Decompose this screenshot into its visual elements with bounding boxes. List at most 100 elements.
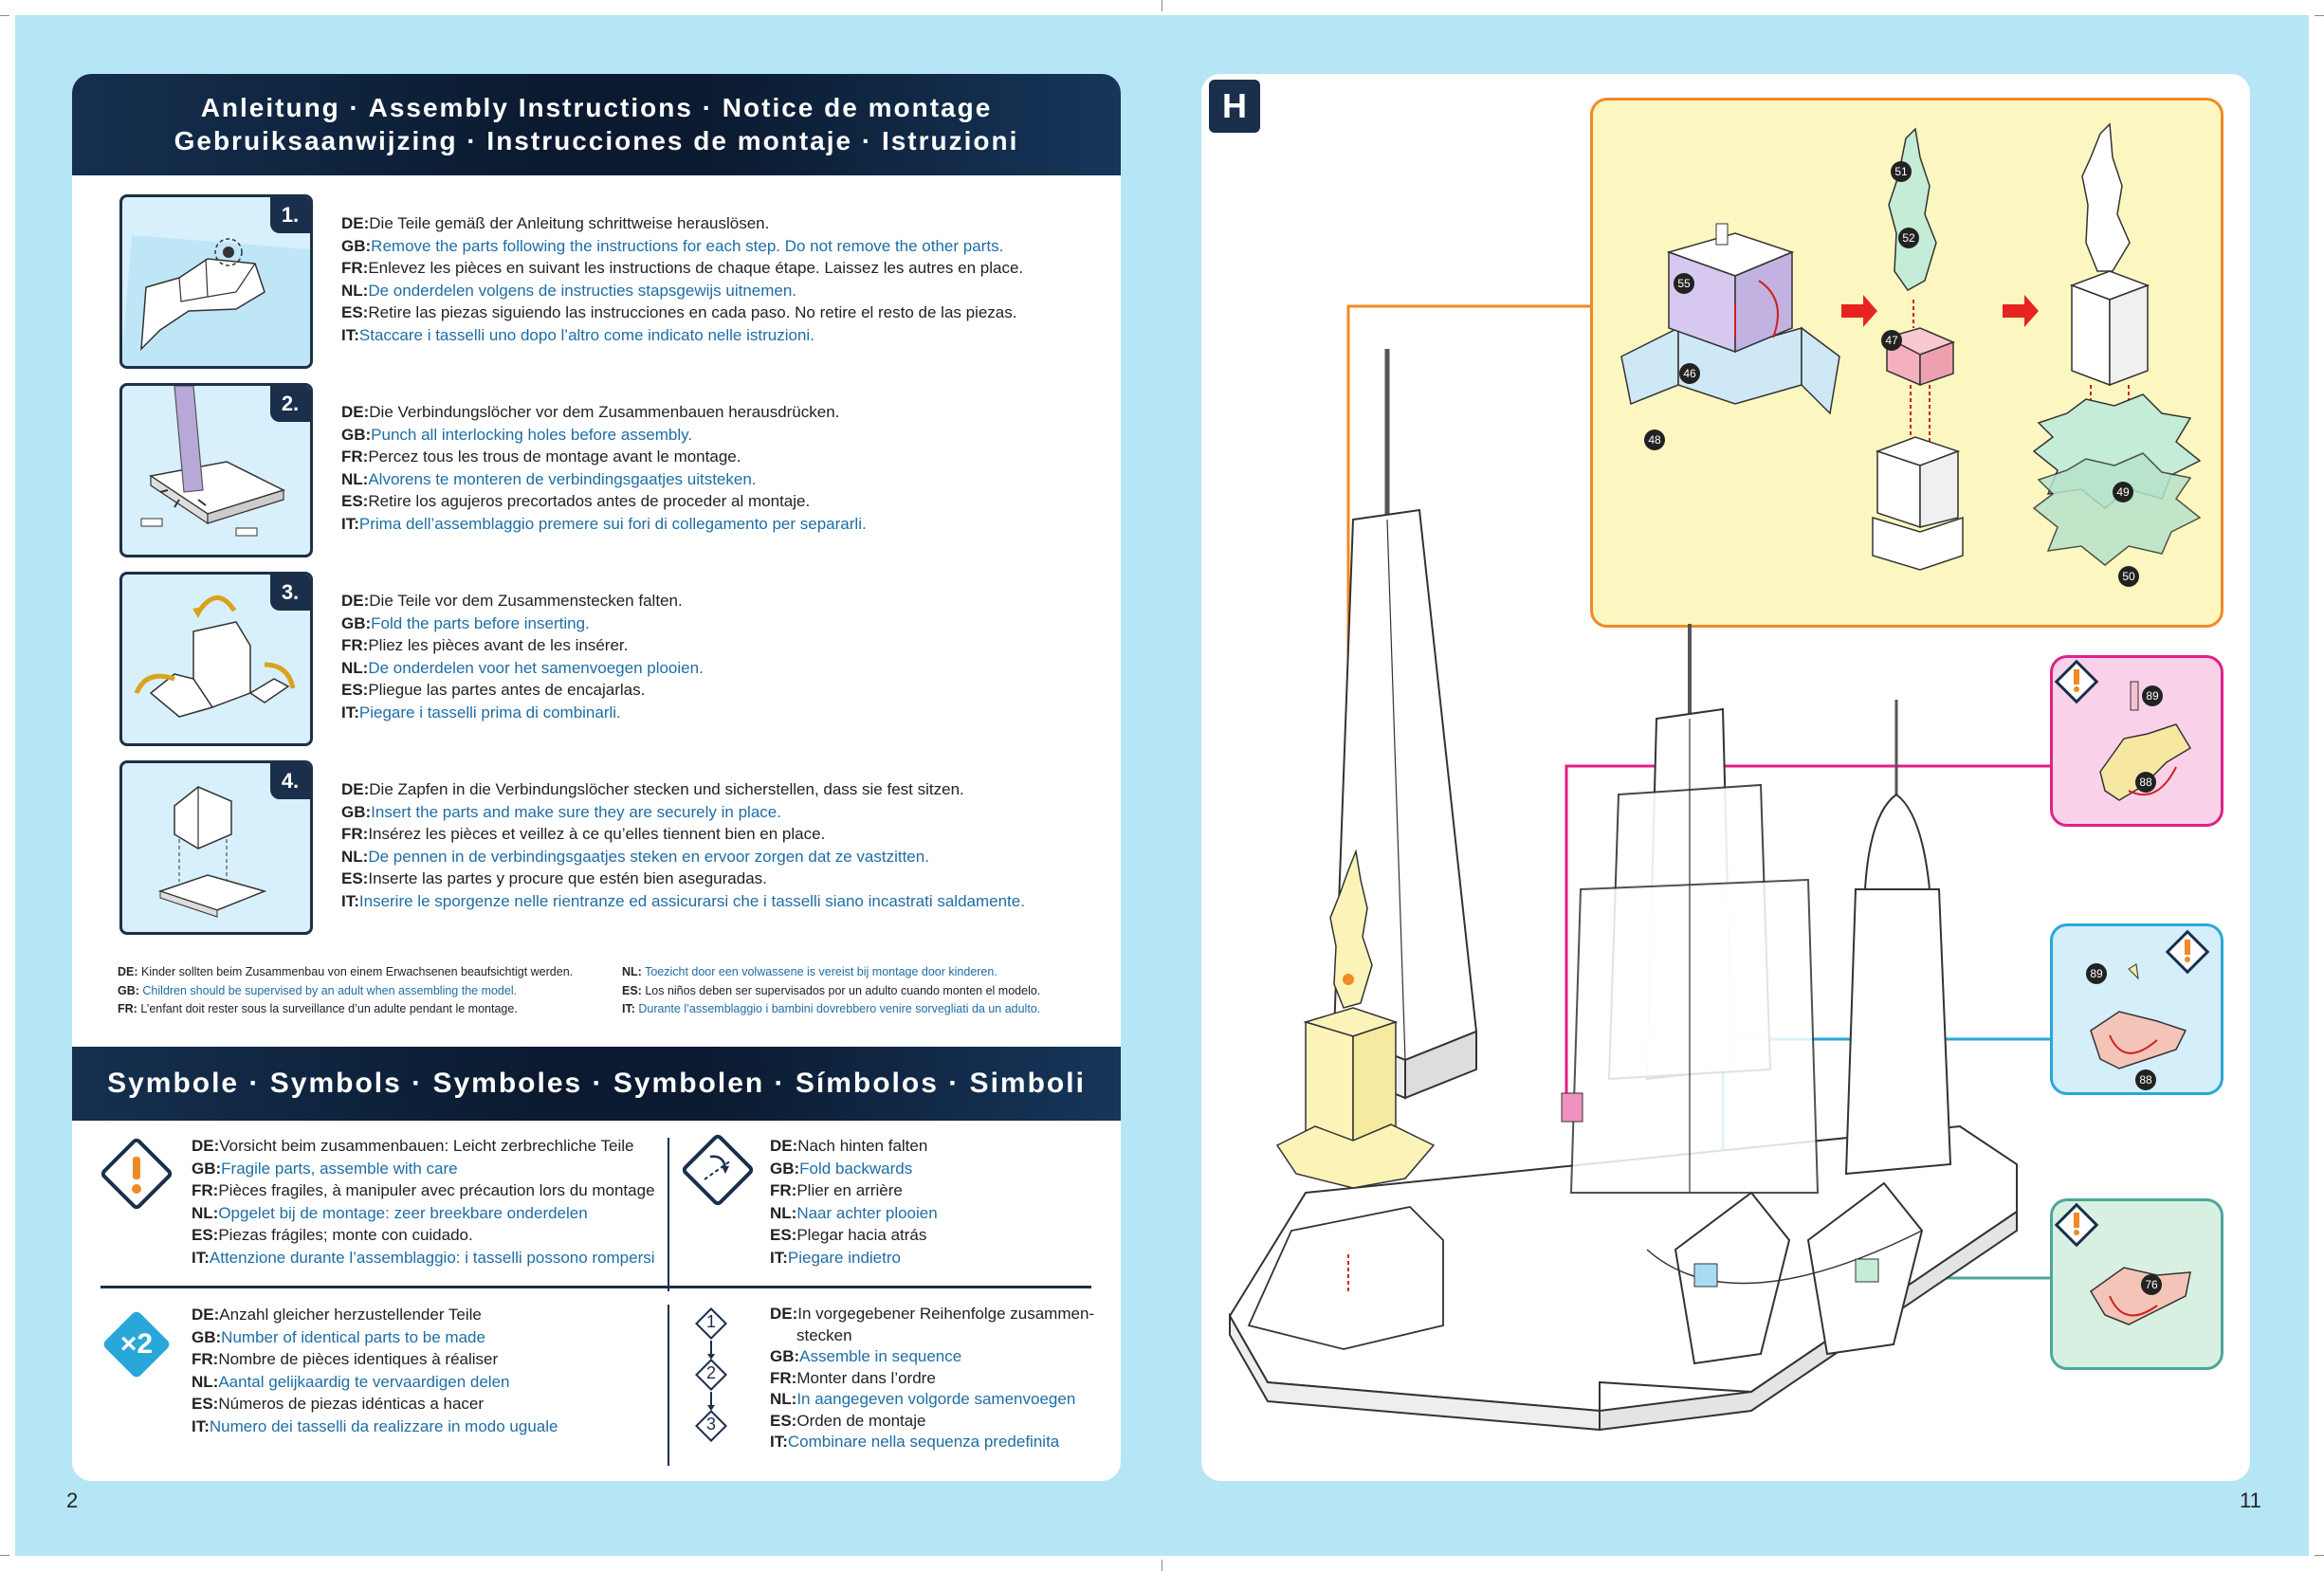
lang-code: GB: xyxy=(770,1347,800,1365)
sequence-number: 2 xyxy=(705,1363,716,1382)
symbol-line: Vorsicht beim zusammenbauen: Leicht zerb… xyxy=(219,1137,634,1155)
sequence-icon: 1 2 3 xyxy=(694,1306,732,1458)
part-number: 46 xyxy=(1679,363,1700,384)
fold-parts-icon xyxy=(134,595,296,718)
part-number-badge: 47 xyxy=(1881,330,1902,351)
part-number: 88 xyxy=(2135,1069,2156,1090)
supervision-line: Durante l’assemblaggio i bambini dovrebb… xyxy=(638,1002,1041,1015)
lang-code: GB: xyxy=(341,802,372,821)
symbol-line: Opgelet bij de montage: zeer breekbare o… xyxy=(218,1203,588,1222)
lang-code: NL: xyxy=(770,1203,797,1222)
lang-code: DE: xyxy=(341,403,370,421)
page-number-left: 2 xyxy=(66,1489,79,1512)
lang-code: ES: xyxy=(622,983,642,997)
warning-detail-box-blue xyxy=(2050,923,2223,1095)
supervision-line: Toezicht door een volwassene is vereist … xyxy=(645,965,997,978)
lang-code: IT: xyxy=(622,1002,635,1015)
fold-backwards-icon xyxy=(682,1134,754,1206)
instruction-line: Piegare i tasselli prima di combinarli. xyxy=(358,703,621,722)
part-number: 89 xyxy=(2142,685,2163,706)
lang-code: FR: xyxy=(192,1350,219,1368)
supervision-line: Kinder sollten beim Zusammenbau von eine… xyxy=(141,965,574,978)
instruction-line: Pliegue las partes antes de encajarlas. xyxy=(368,681,646,699)
diamond-badge-icon xyxy=(103,1311,170,1378)
part-number: 48 xyxy=(1644,429,1665,450)
lang-code: DE: xyxy=(192,1137,220,1155)
instruction-line: Punch all interlocking holes before asse… xyxy=(371,425,693,444)
lang-code: IT: xyxy=(770,1433,788,1451)
symbol-line: Anzahl gleicher herzustellender Teile xyxy=(219,1306,482,1324)
lang-code: DE: xyxy=(341,780,370,798)
lang-code: ES: xyxy=(341,681,369,699)
symbol-line: Plier en arrière xyxy=(796,1181,903,1199)
lang-code: FR: xyxy=(341,825,369,843)
horizontal-divider xyxy=(101,1286,1091,1288)
lang-code: DE: xyxy=(341,592,370,610)
supervision-line: Los niños deben ser supervisados por un … xyxy=(645,983,1041,997)
quantity-text: DE:Anzahl gleicher herzustellender Teile… xyxy=(192,1304,558,1437)
lang-code: FR: xyxy=(192,1181,219,1199)
quantity-badge: ×2 xyxy=(101,1308,173,1380)
nyc-skyline-model-illustration xyxy=(1228,304,2050,1432)
instruction-line: Die Verbindungslöcher vor dem Zusammenba… xyxy=(369,403,840,421)
step-number: 3. xyxy=(270,575,310,611)
lang-code: DE: xyxy=(341,214,370,232)
step-3-text: DE:Die Teile vor dem Zusammenstecken fal… xyxy=(341,590,704,723)
instructions-page: Anleitung · Assembly Instructions · Noti… xyxy=(72,74,1121,1481)
lang-code: GB: xyxy=(770,1159,800,1178)
symbol-line: Piezas frágiles; monte con cuidado. xyxy=(218,1226,473,1244)
page-number-right: 11 xyxy=(2240,1489,2261,1512)
lang-code: DE: xyxy=(770,1137,798,1155)
symbol-line: Pièces fragiles, à manipuler avec précau… xyxy=(218,1181,655,1199)
vertical-divider xyxy=(668,1305,669,1466)
fragile-text: DE:Vorsicht beim zusammenbauen: Leicht z… xyxy=(192,1135,655,1269)
step-2-illustration: 2. xyxy=(119,383,313,557)
part-number-badge: 49 xyxy=(2113,482,2133,502)
step-number: 1. xyxy=(270,197,310,233)
symbol-line: Fragile parts, assemble with care xyxy=(221,1159,458,1178)
instruction-line: Alvorens te monteren de verbindingsgaatj… xyxy=(368,469,757,488)
lang-code: NL: xyxy=(341,847,369,866)
instruction-line: Staccare i tasselli uno dopo l’altro com… xyxy=(358,325,814,344)
section-letter: H xyxy=(1209,80,1260,133)
lang-code: ES: xyxy=(341,492,369,510)
part-number-badge: 88 xyxy=(2135,772,2156,793)
step-4-illustration: 4. xyxy=(119,760,313,935)
lang-code: GB: xyxy=(192,1159,222,1178)
lang-code: IT: xyxy=(192,1416,210,1435)
symbols-header-text: Symbole · Symbols · Symboles · Symbolen … xyxy=(107,1068,1086,1099)
lang-code: FR: xyxy=(118,1002,137,1015)
instruction-line: De pennen in de verbindingsgaatjes steke… xyxy=(368,847,929,866)
lang-code: ES: xyxy=(341,303,369,321)
sequence-number: 1 xyxy=(705,1312,716,1331)
symbol-line: Attenzione durante l’assemblaggio: i tas… xyxy=(209,1248,655,1267)
part-number-badge: 88 xyxy=(2135,1069,2156,1090)
step-2-text: DE:Die Verbindungslöcher vor dem Zusamme… xyxy=(341,401,867,535)
instruction-line: Inserire le sporgenze nelle rientranze e… xyxy=(358,891,1025,910)
symbol-line: Orden de montaje xyxy=(796,1411,926,1430)
lang-code: GB: xyxy=(341,425,372,444)
lang-code: FR: xyxy=(341,448,369,466)
symbol-line: stecken xyxy=(796,1325,852,1344)
step-number: 4. xyxy=(270,763,310,799)
quantity-badge-label: ×2 xyxy=(119,1328,154,1360)
green-part-illustration xyxy=(2054,1202,2191,1325)
assembly-diagram-page: H xyxy=(1201,74,2250,1481)
lang-code: DE: xyxy=(192,1306,220,1324)
lang-code: ES: xyxy=(770,1411,797,1430)
part-number: 47 xyxy=(1881,330,1902,351)
instruction-line: De onderdelen voor het samenvoegen plooi… xyxy=(368,658,704,677)
symbol-line: Numero dei tasselli da realizzare in mod… xyxy=(209,1416,558,1435)
part-number: 50 xyxy=(2118,566,2139,587)
lang-code: NL: xyxy=(341,658,369,677)
lang-code: GB: xyxy=(118,983,139,997)
part-number-badge: 46 xyxy=(1679,363,1700,384)
symbol-line: Plegar hacia atrás xyxy=(796,1226,927,1244)
lang-code: ES: xyxy=(341,869,369,887)
instructions-header: Anleitung · Assembly Instructions · Noti… xyxy=(72,74,1121,175)
symbol-line: Aantal gelijkaardig te vervaardigen dele… xyxy=(218,1372,510,1391)
warning-detail-box-green xyxy=(2050,1198,2223,1370)
instruction-line: Die Teile vor dem Zusammenstecken falten… xyxy=(369,592,683,610)
part-number-badge: 50 xyxy=(2118,566,2139,587)
insert-parts-icon xyxy=(157,786,267,918)
